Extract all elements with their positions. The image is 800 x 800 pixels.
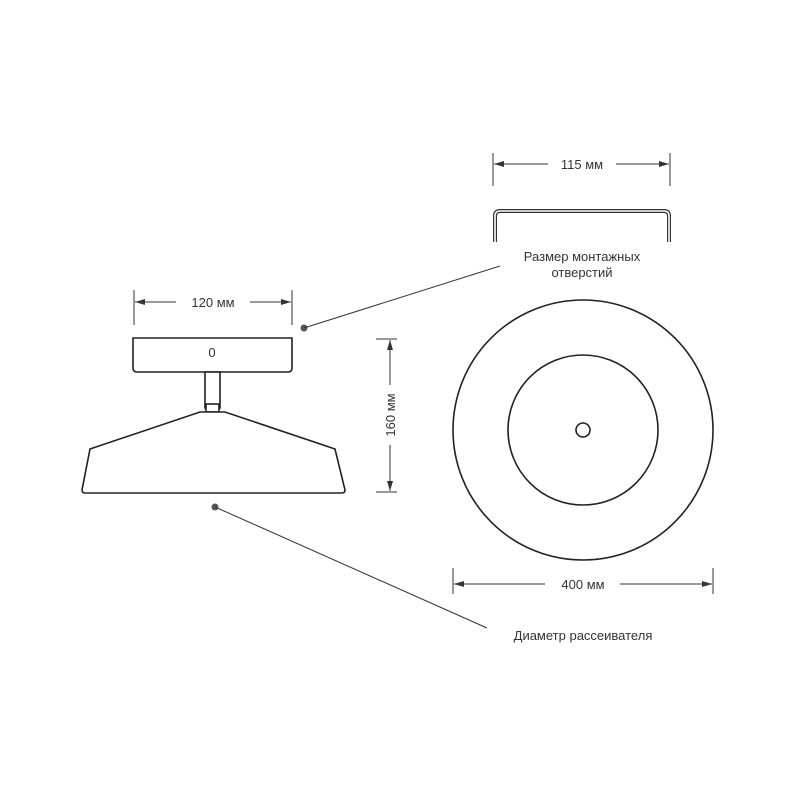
base-width-label: 120 мм xyxy=(191,295,234,310)
mount-callout: Размер монтажных отверстий xyxy=(300,249,641,332)
mount-callout-line2: отверстий xyxy=(551,265,612,280)
ceiling-base xyxy=(132,337,293,373)
lamp-shade xyxy=(81,411,346,494)
mount-spacing-dimension: 115 мм xyxy=(492,153,671,242)
mount-spacing-label: 115 мм xyxy=(561,157,603,172)
height-label: 160 мм xyxy=(383,393,398,436)
mount-callout-line1: Размер монтажных xyxy=(524,249,641,264)
side-view: 0 xyxy=(81,337,346,494)
height-dimension: 160 мм xyxy=(376,338,398,493)
diffuser-callout-label: Диаметр рассеивателя xyxy=(514,628,653,643)
mounting-bracket xyxy=(493,209,671,242)
diameter-label: 400 мм xyxy=(561,577,604,592)
stem xyxy=(204,371,221,409)
base-label: 0 xyxy=(208,345,215,360)
top-view xyxy=(452,299,714,561)
diffuser-callout: Диаметр рассеивателя xyxy=(211,503,653,643)
base-width-dimension: 120 мм xyxy=(133,290,293,325)
diameter-dimension: 400 мм xyxy=(452,568,714,594)
stem-joint xyxy=(205,403,220,413)
center-hole xyxy=(575,422,591,438)
